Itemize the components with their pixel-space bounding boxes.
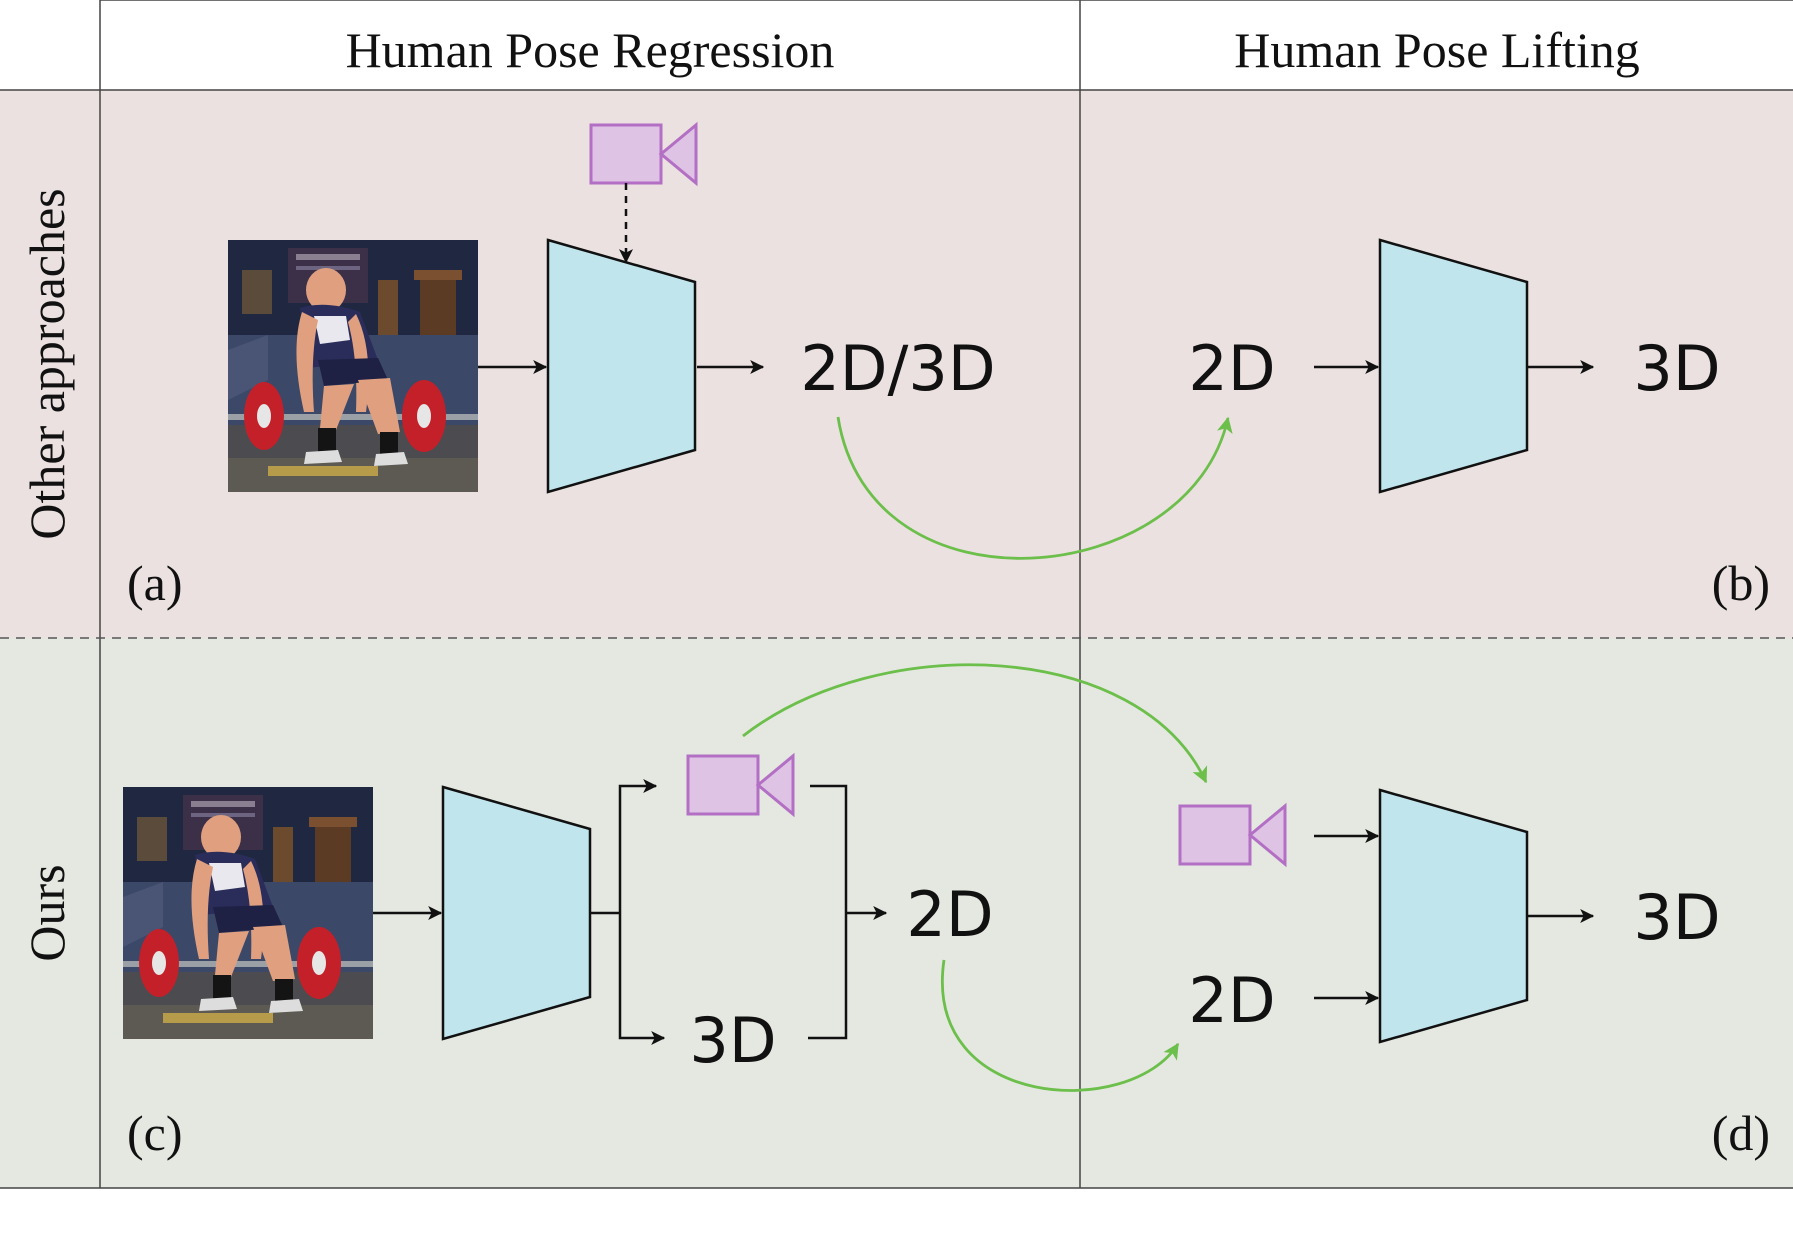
panel-label-c: (c) [127,1105,183,1161]
network-b-icon [1378,238,1529,494]
label-d-output: 3D [1633,881,1720,954]
label-c-3d: 3D [689,1004,776,1077]
athlete-photo-a [228,240,478,492]
fork-lower-branch-c [618,913,666,1045]
grid-lines [0,0,1793,1189]
label-a-output: 2D/3D [800,332,995,405]
green-arrow-a-to-b [836,416,1233,560]
fork-upper-branch-c [618,779,658,913]
green-arrow-camera-to-d [742,663,1208,784]
network-d-icon [1378,788,1529,1044]
column-header-regression: Human Pose Regression [346,22,835,78]
column-header-lifting: Human Pose Lifting [1234,22,1640,78]
row-header-other: Other approaches [19,188,75,539]
row-header-ours: Ours [19,864,75,961]
green-arrow-2d-to-d [940,959,1180,1092]
panel-label-b: (b) [1712,555,1770,611]
label-b-output: 3D [1633,332,1720,405]
network-c-icon [441,785,592,1041]
panel-label-a: (a) [127,555,183,611]
panel-label-d: (d) [1712,1105,1770,1161]
label-d-input: 2D [1188,964,1275,1037]
label-c-2d: 2D [906,878,993,951]
network-a-icon [546,238,697,494]
athlete-photo-c [123,787,373,1039]
label-b-input: 2D [1188,332,1275,405]
